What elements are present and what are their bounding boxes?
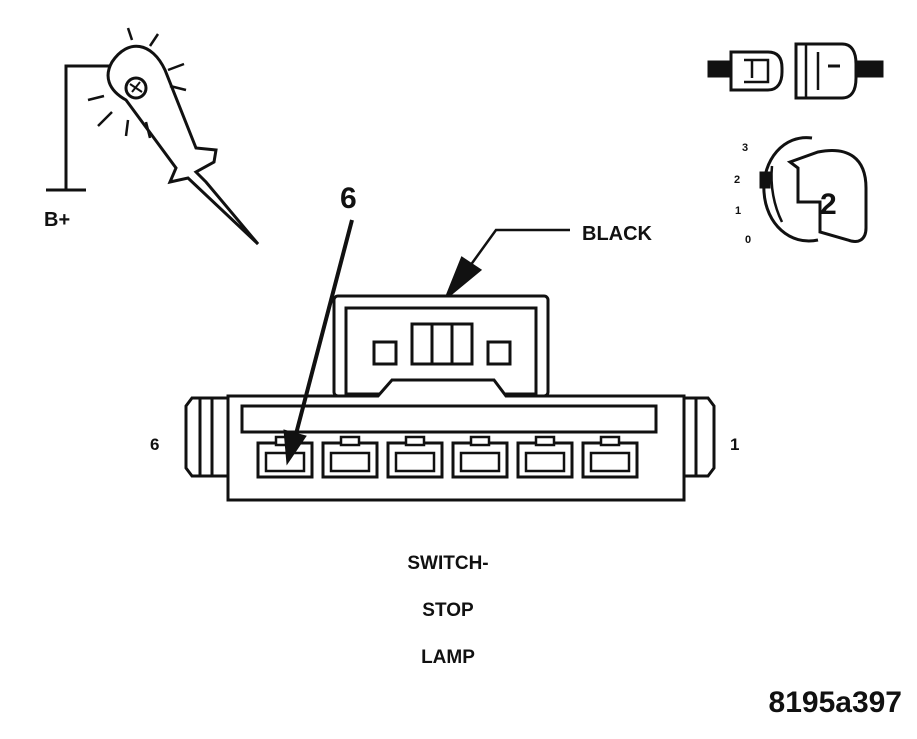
connector-terminals <box>256 435 639 479</box>
ignition-selected-position: 2 <box>820 188 837 221</box>
terminal-cavity <box>321 435 379 479</box>
pin-right-label: 1 <box>730 435 739 454</box>
ignition-cylinder <box>762 136 819 243</box>
ignition-position-1: 1 <box>735 205 741 217</box>
terminal-cavity <box>256 435 314 479</box>
test-light-icon <box>46 27 260 246</box>
caption-line-2: STOP <box>422 600 474 621</box>
terminal-cavity <box>451 435 509 479</box>
caption-line-3: LAMP <box>421 647 475 668</box>
pin-callout-arrow <box>283 219 354 466</box>
wire-color-label: BLACK <box>582 223 653 245</box>
ignition-position-0: 0 <box>745 234 751 246</box>
terminal-cavity <box>581 435 639 479</box>
probe-body <box>106 44 260 246</box>
connector-disconnect-icon <box>707 42 884 100</box>
caption-line-1: SWITCH- <box>407 553 488 574</box>
ignition-key-head <box>786 149 868 243</box>
test-light-lead <box>64 64 112 190</box>
supply-label: B+ <box>44 209 70 231</box>
connector-ear-left <box>184 396 230 478</box>
connector-latch-tab <box>410 322 474 366</box>
pin-callout-label: 6 <box>340 182 357 215</box>
ignition-position-3: 3 <box>742 142 748 154</box>
figure-id: 8195a397 <box>769 686 902 719</box>
wire-color-leader <box>444 228 570 299</box>
connector-half-right <box>794 42 858 100</box>
terminal-cavity <box>516 435 574 479</box>
pin-left-label: 6 <box>150 435 159 454</box>
connector-keyway <box>240 404 658 434</box>
ignition-position-2: 2 <box>734 174 740 186</box>
probe-light-rays <box>87 27 187 139</box>
connector-half-left <box>729 50 784 92</box>
terminal-cavity <box>386 435 444 479</box>
connector-ear-right <box>682 396 716 478</box>
ignition-key-icon <box>759 136 868 243</box>
ignition-position-marker <box>759 171 771 189</box>
